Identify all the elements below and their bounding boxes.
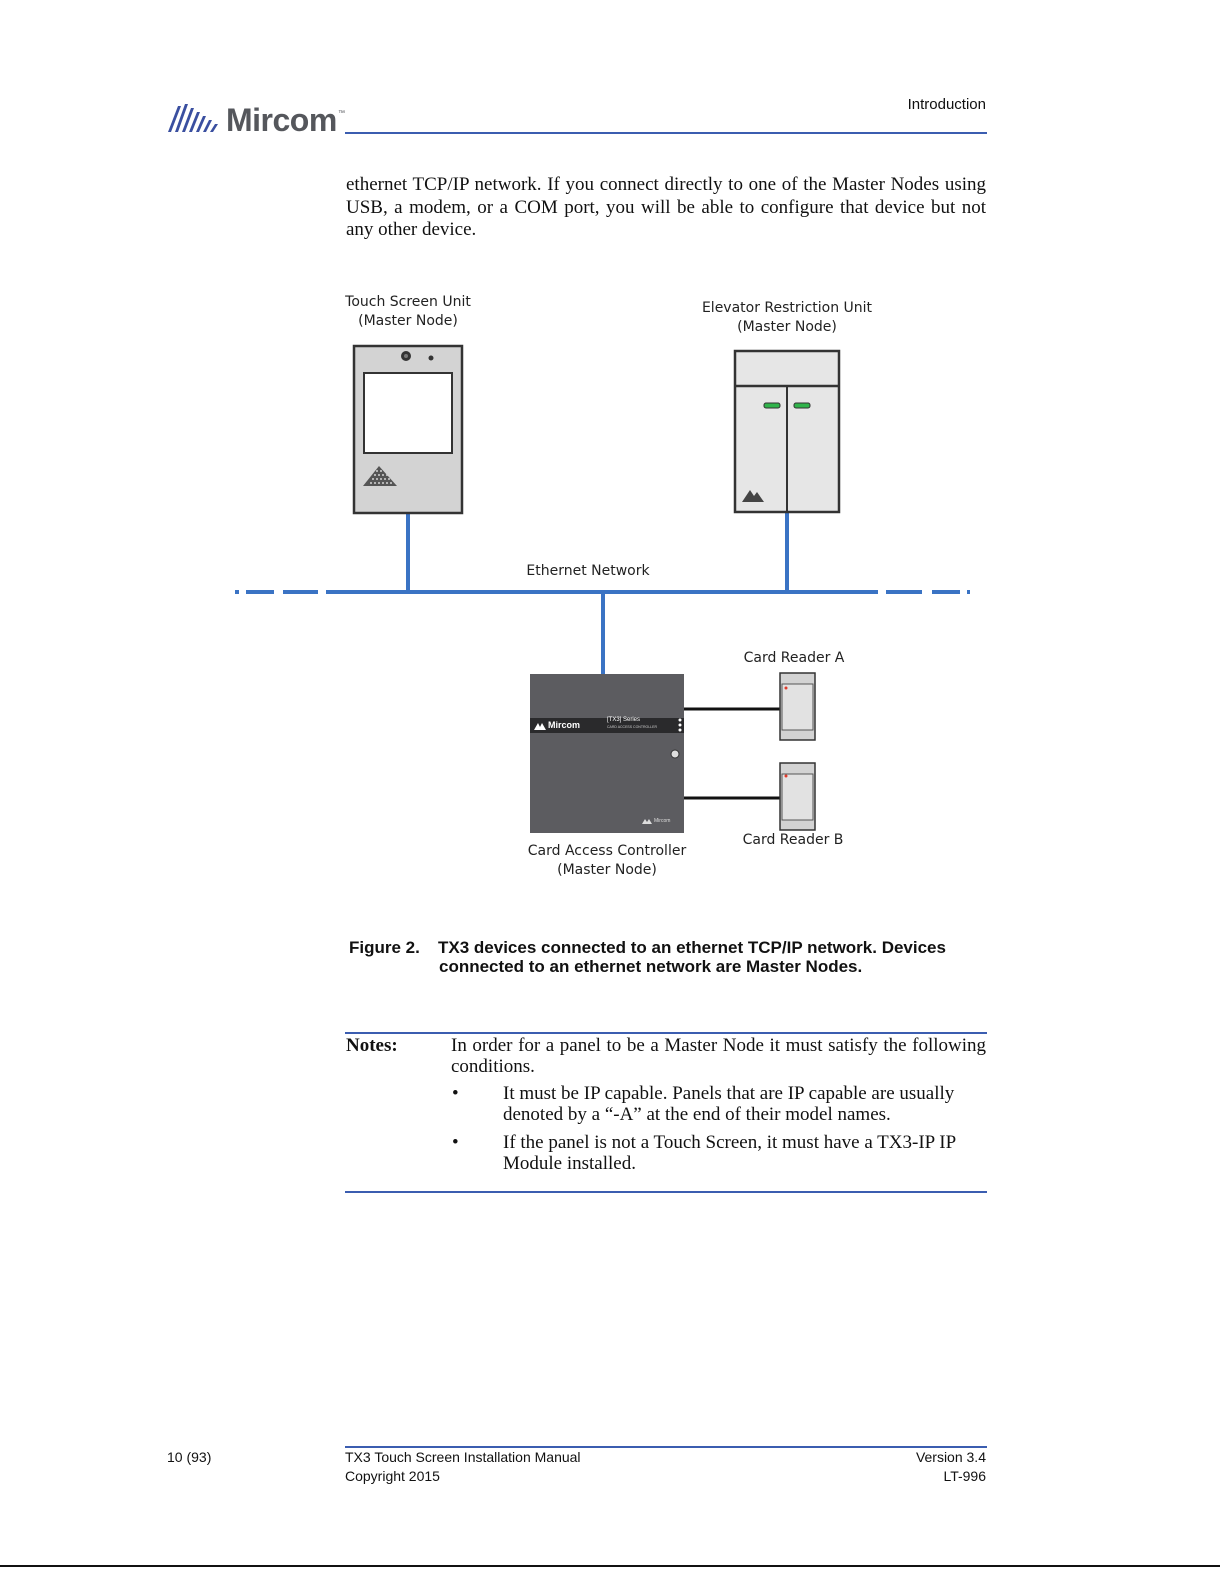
controller-corner-brand: Mircom [654, 818, 671, 824]
card-access-controller [530, 674, 684, 833]
controller-label: Card Access Controller (Master Node) [527, 843, 687, 878]
bullet-icon: • [452, 1132, 459, 1153]
card-reader-b-label: Card Reader B [742, 832, 844, 848]
mircom-logo-icon [168, 104, 218, 132]
notes-label: Notes: [346, 1035, 398, 1056]
bottom-edge-rule [0, 1565, 1220, 1567]
controller-logo-icon [534, 723, 546, 730]
figure-number: Figure 2. [349, 938, 420, 957]
copyright: Copyright 2015 [345, 1468, 440, 1484]
notes-intro: In order for a panel to be a Master Node… [451, 1035, 986, 1077]
controller-brand: Mircom [548, 720, 581, 730]
notes-bullet-2: If the panel is not a Touch Screen, it m… [503, 1132, 956, 1174]
ethernet-network-line [235, 512, 970, 674]
card-reader-a [779, 672, 816, 741]
section-title: Introduction [907, 96, 986, 113]
document-number: LT-996 [943, 1468, 986, 1484]
touch-screen-label: Touch Screen Unit (Master Node) [345, 294, 471, 329]
manual-title: TX3 Touch Screen Installation Manual [345, 1449, 581, 1465]
network-label: Ethernet Network [526, 563, 650, 579]
notes-bottom-rule [345, 1191, 987, 1193]
caption-line-1: TX3 devices connected to an ethernet TCP… [438, 938, 946, 957]
logo-trademark: ™ [338, 110, 345, 117]
body-paragraph: ethernet TCP/IP network. If you connect … [346, 174, 986, 240]
elevator-label: Elevator Restriction Unit (Master Node) [701, 300, 873, 335]
header-rule [345, 132, 987, 134]
card-reader-a-label: Card Reader A [743, 650, 845, 666]
mircom-logo: Mircom ™ [166, 100, 346, 140]
bullet-icon: • [452, 1083, 459, 1104]
notes-bullet-1: It must be IP capable. Panels that are I… [503, 1083, 955, 1125]
touch-screen-unit [352, 344, 464, 515]
controller-series: [TX3] Series [607, 717, 641, 723]
elevator-restriction-unit [733, 349, 841, 514]
controller-subtitle: CARD ACCESS CONTROLLER [607, 725, 657, 729]
logo-text: Mircom [226, 102, 337, 138]
mircom-mark-icon [742, 490, 764, 502]
speaker-grille-icon [363, 466, 397, 486]
card-reader-b [779, 762, 816, 831]
version: Version 3.4 [915, 1449, 986, 1465]
reader-wires [684, 707, 780, 800]
controller-corner-logo-icon [642, 819, 652, 824]
footer-rule [345, 1446, 987, 1448]
notes-top-rule [345, 1032, 987, 1034]
caption-line-2: connected to an ethernet network are Mas… [439, 957, 863, 976]
page-number: 10 (93) [167, 1449, 212, 1465]
